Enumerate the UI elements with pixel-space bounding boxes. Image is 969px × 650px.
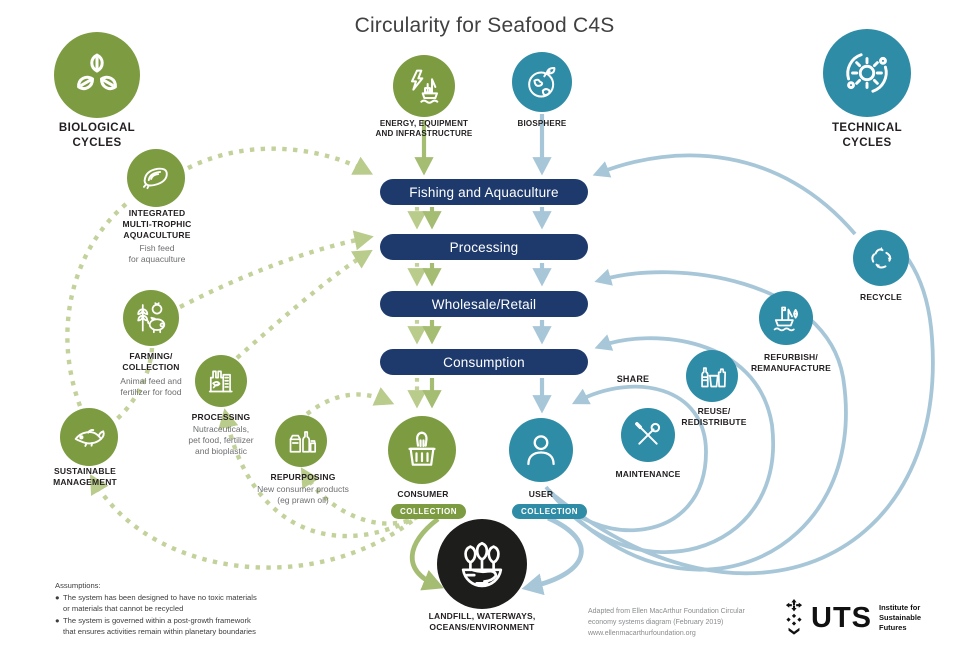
imta-sublabel: Fish feed for aquaculture xyxy=(128,243,186,264)
basket-hand-icon xyxy=(408,431,436,466)
factory-icon xyxy=(208,370,233,393)
recycle-icon xyxy=(871,247,892,269)
landfill-node xyxy=(437,519,527,609)
biological-cycles-label: BIOLOGICAL CYCLES xyxy=(58,122,136,149)
maintenance-node xyxy=(621,408,675,462)
trees-earth-icon xyxy=(461,541,503,588)
refurbish-label: REFURBISH/ REMANUFACTURE xyxy=(750,352,832,373)
user-node xyxy=(509,418,573,482)
energy-label: ENERGY, EQUIPMENT AND INFRASTRUCTURE xyxy=(375,119,473,139)
sustainable-management-node xyxy=(60,408,118,466)
user-label: USER xyxy=(528,489,554,499)
bottles-icon xyxy=(289,431,317,453)
imta-label: INTEGRATED MULTI-TROPHIC AQUACULTURE xyxy=(122,208,192,240)
bullet-icon: ● xyxy=(55,616,60,625)
stage-consumption: Consumption xyxy=(380,349,588,375)
assumption-text: The system is governed within a post-gro… xyxy=(63,616,256,636)
biosphere-label: BIOSPHERE xyxy=(517,119,567,128)
stage-processing: Processing xyxy=(380,234,588,260)
vertical-flow-arrows xyxy=(407,114,552,414)
tools-icon xyxy=(635,422,661,445)
institute-name: Institute for Sustainable Futures xyxy=(879,602,922,633)
sustainable-management-label: SUSTAINABLE MANAGEMENT xyxy=(53,466,117,487)
wheat-pig-icon xyxy=(137,302,166,334)
bio-processing-label: PROCESSING xyxy=(191,412,251,422)
consumer-collection-badge: COLLECTION xyxy=(391,504,466,519)
consumer-label: CONSUMER xyxy=(397,489,449,499)
share-label: SHARE xyxy=(616,374,650,384)
user-collection-badge: COLLECTION xyxy=(512,504,587,519)
bio-processing-node xyxy=(195,355,247,407)
fishing-boat-icon xyxy=(773,306,798,332)
biosphere-node xyxy=(512,52,572,112)
reuse-node xyxy=(686,350,738,402)
uts-wordmark: UTS xyxy=(811,601,872,634)
attribution-text: Adapted from Ellen MacArthur Foundation … xyxy=(588,608,745,638)
recycle-node xyxy=(853,230,909,286)
repurposing-sublabel: New consumer products (eg prawn oil) xyxy=(257,484,349,505)
farming-collection-node xyxy=(123,290,179,346)
globe-leaf-icon xyxy=(528,66,556,98)
repurposing-node xyxy=(275,415,327,467)
farming-collection-label: FARMING/ COLLECTION xyxy=(122,351,180,372)
biological-cycles-hub xyxy=(54,32,140,118)
technical-loops xyxy=(544,153,935,576)
consumer-node xyxy=(388,416,456,484)
recycle-label: RECYCLE xyxy=(859,292,903,302)
uts-isf-logo: UTS Institute for Sustainable Futures xyxy=(782,599,921,637)
oyster-icon xyxy=(143,167,168,190)
landfill-label: LANDFILL, WATERWAYS, OCEANS/ENVIRONMENT xyxy=(428,611,536,632)
page-title: Circularity for Seafood C4S xyxy=(354,14,615,37)
stage-fishing-aquaculture: Fishing and Aquaculture xyxy=(380,179,588,205)
assumptions-heading: Assumptions: xyxy=(55,581,101,590)
refurbish-node xyxy=(759,291,813,345)
assumption-item: ● The system is governed within a post-g… xyxy=(55,615,315,637)
technical-cycles-hub xyxy=(823,29,911,117)
imta-node xyxy=(127,149,185,207)
gear-icon xyxy=(846,53,888,93)
farming-collection-sublabel: Animal feed and fertilizer for food xyxy=(120,376,182,397)
leaf-cycle-icon xyxy=(77,53,117,91)
landfill-arrows xyxy=(409,515,584,596)
assumption-text: The system has been designed to have no … xyxy=(63,593,257,613)
assumptions-block: Assumptions: ● The system has been desig… xyxy=(55,580,315,637)
technical-cycles-label: TECHNICAL CYCLES xyxy=(831,122,903,149)
assumption-item: ● The system has been designed to have n… xyxy=(55,592,315,614)
stage-wholesale-retail: Wholesale/Retail xyxy=(380,291,588,317)
lightning-ship-icon xyxy=(411,69,439,104)
fish-icon xyxy=(74,429,105,447)
biological-loops xyxy=(65,146,429,570)
reuse-label: REUSE/ REDISTRIBUTE xyxy=(681,406,747,427)
uts-logo-mark xyxy=(785,599,803,635)
person-icon xyxy=(527,435,555,466)
containers-icon xyxy=(701,367,727,388)
maintenance-label: MAINTENANCE xyxy=(615,469,681,479)
energy-node xyxy=(393,55,455,117)
repurposing-label: REPURPOSING xyxy=(270,472,336,482)
bullet-icon: ● xyxy=(55,593,60,602)
